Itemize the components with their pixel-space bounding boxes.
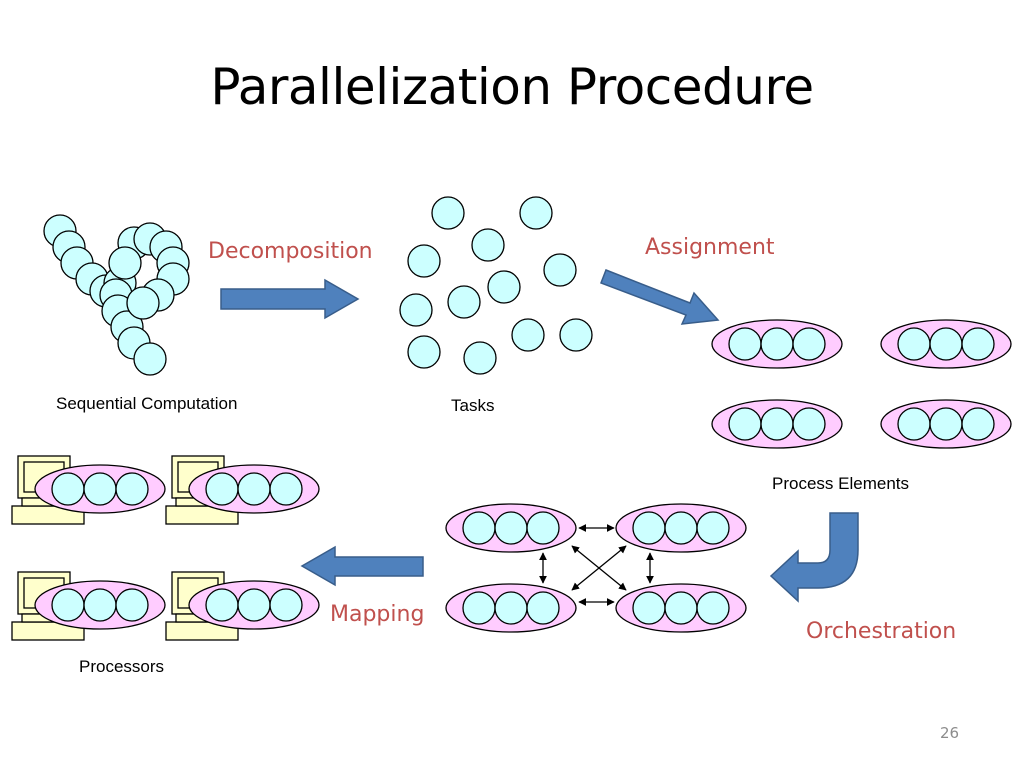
task-circle [487, 270, 521, 304]
process-element-group [711, 319, 843, 369]
orchestrated-group [445, 503, 577, 553]
process-task-circle [115, 588, 149, 622]
processor-unit [11, 571, 166, 641]
process-task-circle [792, 407, 826, 441]
task-circle [559, 318, 593, 352]
process-task-circle [961, 327, 995, 361]
task-circle [447, 285, 481, 319]
orchestrated-group [615, 503, 747, 553]
task-circle [407, 244, 441, 278]
process-task-circle [632, 511, 666, 545]
processor-unit [165, 571, 320, 641]
task-circle [471, 228, 505, 262]
process-task-circle [696, 511, 730, 545]
process-task-circle [462, 511, 496, 545]
processor-process-group [34, 580, 166, 630]
task-circle [399, 293, 433, 327]
process-task-circle [237, 472, 271, 506]
process-task-circle [83, 472, 117, 506]
process-elements-groups [711, 319, 1012, 449]
process-task-circle [51, 588, 85, 622]
processor-process-group [188, 580, 320, 630]
process-task-circle [929, 327, 963, 361]
mapping-arrow [300, 545, 424, 587]
orchestrated-group [445, 583, 577, 633]
process-task-circle [760, 327, 794, 361]
process-task-circle [115, 472, 149, 506]
process-task-circle [632, 591, 666, 625]
task-circle [519, 196, 553, 230]
label-sequential-computation: Sequential Computation [56, 394, 238, 413]
processor-unit [11, 455, 166, 525]
label-assignment: Assignment [645, 235, 775, 260]
process-task-circle [83, 588, 117, 622]
sequence-step-circle [126, 286, 160, 320]
process-task-circle [494, 511, 528, 545]
process-task-circle [728, 407, 762, 441]
sequence-step-circle [133, 342, 167, 376]
task-circles [399, 196, 593, 375]
process-task-circle [897, 407, 931, 441]
assignment-arrow [600, 269, 720, 325]
process-element-group [880, 399, 1012, 449]
comm-arrow-diag-2 [571, 545, 627, 591]
process-task-circle [929, 407, 963, 441]
processor-process-group [34, 464, 166, 514]
label-mapping: Mapping [330, 602, 425, 627]
process-task-circle [696, 591, 730, 625]
process-task-circle [269, 472, 303, 506]
page-number: 26 [940, 724, 960, 742]
decomposition-arrow [220, 278, 360, 320]
label-orchestration: Orchestration [806, 619, 957, 644]
process-task-circle [462, 591, 496, 625]
slide-title: Parallelization Procedure [210, 58, 814, 116]
orchestration-arrow [769, 512, 859, 603]
process-task-circle [664, 511, 698, 545]
label-tasks: Tasks [451, 396, 495, 415]
task-circle [543, 253, 577, 287]
task-circle [407, 335, 441, 369]
process-task-circle [792, 327, 826, 361]
sequence-step-circle [108, 246, 142, 280]
processor-process-group [188, 464, 320, 514]
processors [11, 455, 320, 641]
process-task-circle [51, 472, 85, 506]
process-task-circle [526, 511, 560, 545]
process-task-circle [237, 588, 271, 622]
process-element-group [880, 319, 1012, 369]
process-task-circle [728, 327, 762, 361]
orchestrated-group [615, 583, 747, 633]
process-element-group [711, 399, 843, 449]
task-circle [511, 318, 545, 352]
process-task-circle [205, 588, 239, 622]
orchestrated-groups [445, 503, 747, 633]
process-task-circle [269, 588, 303, 622]
label-process-elements: Process Elements [772, 474, 909, 493]
process-task-circle [664, 591, 698, 625]
process-task-circle [205, 472, 239, 506]
process-task-circle [961, 407, 995, 441]
process-task-circle [897, 327, 931, 361]
process-task-circle [526, 591, 560, 625]
task-circle [431, 196, 465, 230]
label-processors: Processors [79, 657, 165, 676]
process-task-circle [494, 591, 528, 625]
communication-arrows [539, 524, 654, 606]
label-decomposition: Decomposition [208, 239, 373, 264]
processor-unit [165, 455, 320, 525]
task-circle [463, 341, 497, 375]
sequential-computation-chain [43, 214, 190, 376]
process-task-circle [760, 407, 794, 441]
